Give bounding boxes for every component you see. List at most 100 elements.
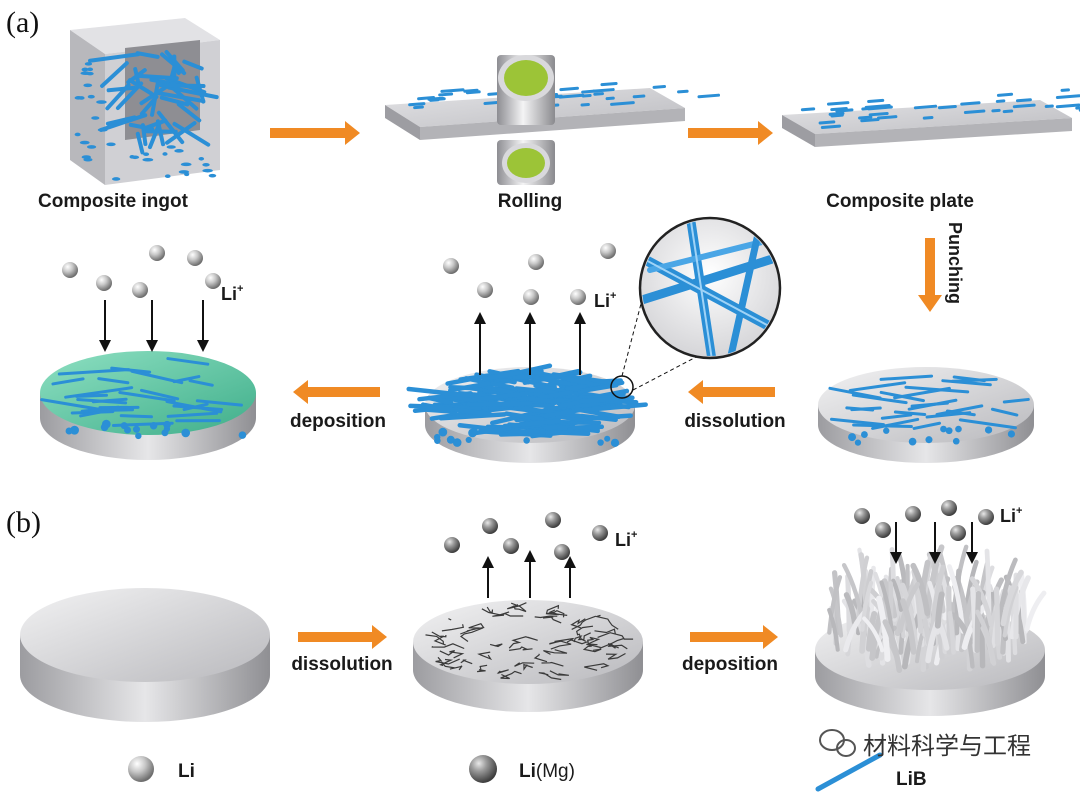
- lib-particle: [163, 420, 171, 429]
- lib-fiber: [176, 102, 202, 123]
- li-dendrite: [983, 577, 1004, 632]
- lib-fiber: [88, 52, 141, 63]
- lib-particle: [198, 156, 205, 161]
- crack-line: [549, 640, 572, 650]
- lib-fiber: [115, 81, 144, 111]
- crack-line: [435, 656, 460, 665]
- crack-line: [477, 651, 493, 661]
- lib-particle: [908, 437, 917, 446]
- li-dendrite: [975, 609, 997, 666]
- crack-line: [486, 606, 494, 614]
- crack-line: [573, 632, 591, 643]
- lib-fiber: [166, 357, 210, 366]
- lib-particle: [86, 71, 94, 76]
- lib-fiber: [136, 73, 179, 81]
- crack-line: [459, 627, 484, 642]
- lib-particle: [78, 96, 85, 100]
- lib-fiber: [40, 398, 103, 412]
- lib-particle: [566, 427, 574, 434]
- lib-fiber: [835, 108, 854, 113]
- lib-particle: [129, 155, 135, 159]
- crack-line: [439, 658, 454, 667]
- lib-fiber: [156, 110, 185, 145]
- lib-fiber: [871, 417, 920, 430]
- lib-particle: [180, 162, 192, 167]
- lib-fiber: [867, 98, 885, 103]
- crack-line: [571, 615, 597, 630]
- li-ion-ball: [854, 508, 870, 524]
- lib-fiber: [1060, 88, 1070, 92]
- li-ion-ball: [187, 250, 203, 266]
- lib-particle: [81, 67, 88, 72]
- li-ion-ball: [600, 243, 616, 259]
- li-ion-ball: [62, 262, 78, 278]
- lib-fiber: [581, 89, 596, 94]
- lib-particle: [135, 432, 142, 440]
- lib-particle: [202, 168, 213, 173]
- lib-fiber: [135, 131, 145, 155]
- composite-plate: [782, 88, 1080, 147]
- lib-fiber: [166, 411, 219, 418]
- crack-line: [500, 670, 522, 680]
- lib-fiber: [473, 391, 529, 402]
- lib-particle: [79, 140, 90, 145]
- lib-fiber: [879, 374, 934, 381]
- lib-fiber: [610, 101, 635, 106]
- lib-fiber: [677, 89, 689, 94]
- lib-fiber: [935, 404, 984, 416]
- li-ion-label-b-mid: Li+: [615, 529, 637, 550]
- crack-line: [489, 643, 503, 648]
- composite-ingot-cube: [70, 18, 220, 185]
- lib-fiber: [438, 412, 507, 421]
- lib-fiber: [1002, 397, 1030, 404]
- li-dendrite: [855, 555, 870, 623]
- lib-fiber: [1002, 109, 1014, 114]
- li-ion-ball: [905, 506, 921, 522]
- li-dendrite: [913, 576, 926, 620]
- lib-particle: [143, 152, 150, 156]
- li-dendrite: [860, 580, 874, 632]
- lib-particle: [166, 145, 176, 149]
- lib-particle: [984, 426, 993, 434]
- lib-fiber: [578, 396, 618, 404]
- lib-particle: [861, 431, 868, 438]
- lib-fiber: [845, 406, 875, 412]
- crack-line: [425, 634, 444, 645]
- lib-particle: [446, 435, 455, 444]
- lib-fiber: [556, 424, 605, 431]
- lib-particle: [952, 437, 960, 445]
- crack-line: [523, 663, 533, 671]
- lib-fiber: [652, 85, 667, 89]
- li-dendrite: [974, 591, 982, 653]
- lib-fiber: [536, 390, 574, 401]
- lib-particle: [84, 62, 93, 66]
- li-dendrite: [947, 610, 956, 655]
- lib-fiber: [188, 379, 214, 387]
- li-ion-ball: [443, 258, 459, 274]
- li-ion-ball: [528, 254, 544, 270]
- lib-fiber: [1012, 103, 1036, 109]
- lib-particle: [111, 177, 121, 181]
- rolling-mill: [385, 55, 721, 185]
- li-dendrite: [828, 586, 844, 638]
- li-ion-ball: [482, 518, 498, 534]
- lib-fiber: [106, 85, 137, 93]
- crack-line: [543, 649, 568, 655]
- lib-particle: [87, 67, 94, 72]
- li-ion-ball: [950, 525, 966, 541]
- lib-particle: [452, 438, 462, 447]
- lib-fiber: [466, 401, 533, 407]
- crack-line: [599, 642, 619, 649]
- lib-fiber: [820, 124, 842, 129]
- crack-line: [514, 662, 535, 667]
- bare-li-disc: [20, 588, 270, 722]
- lib-particle: [164, 174, 171, 179]
- li-ion-ball: [592, 525, 608, 541]
- lib-fiber: [996, 92, 1014, 97]
- arrow-punching: [918, 238, 942, 312]
- lib-particle: [106, 142, 116, 147]
- composite-ingot-label: Composite ingot: [38, 191, 189, 212]
- crack-line: [533, 653, 548, 663]
- lib-fiber: [533, 383, 567, 394]
- dissolution-label-a: dissolution: [684, 411, 785, 432]
